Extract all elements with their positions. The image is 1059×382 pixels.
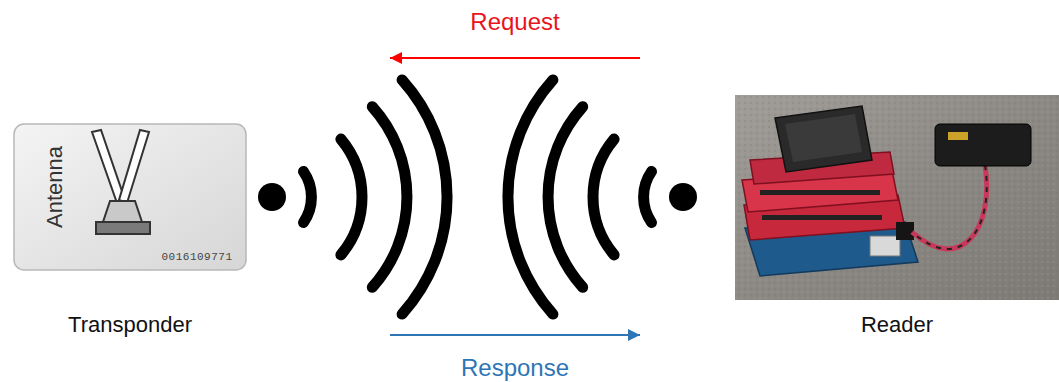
wave-source [258, 183, 286, 211]
wave-arc [341, 139, 362, 255]
transponder-card: Antenna 0016109771Transponder [0, 40, 390, 350]
wave-arc [508, 80, 553, 314]
serial-number: 0016109771 [161, 251, 232, 263]
antenna-plate [96, 222, 150, 234]
edge-label: Response [461, 355, 569, 381]
photo-background [735, 95, 1059, 300]
header-pins [760, 190, 880, 195]
photo-texture [735, 95, 1059, 300]
usb-port [870, 236, 900, 256]
radio-waves [304, 80, 448, 314]
reader-device: Reader [640, 40, 1059, 350]
power-jack [896, 222, 914, 240]
wave-arc [644, 172, 652, 223]
signal-arrow [390, 334, 640, 336]
antenna-rod [119, 130, 149, 203]
edge-label: Request [470, 9, 559, 35]
card-body [14, 124, 246, 270]
antenna-base [103, 201, 142, 222]
header-pins [762, 215, 882, 220]
radio-waves [508, 80, 652, 314]
wave-arc [548, 107, 583, 288]
wave-arc [372, 107, 407, 288]
wave-arc [402, 80, 447, 314]
module-face [785, 114, 862, 162]
device-label: Reader [861, 313, 933, 337]
battery-label [948, 132, 968, 140]
wave-arc [304, 172, 312, 223]
rfid-module [775, 106, 872, 172]
signal-arrow [390, 57, 640, 59]
wave-arc [593, 139, 614, 255]
cable [912, 165, 987, 249]
battery-box [935, 124, 1031, 166]
cable-stripe [912, 165, 987, 249]
antenna-rod [92, 130, 125, 203]
device-label: Transponder [68, 313, 192, 337]
wave-source [669, 183, 697, 211]
antenna-label: Antenna [43, 146, 67, 228]
